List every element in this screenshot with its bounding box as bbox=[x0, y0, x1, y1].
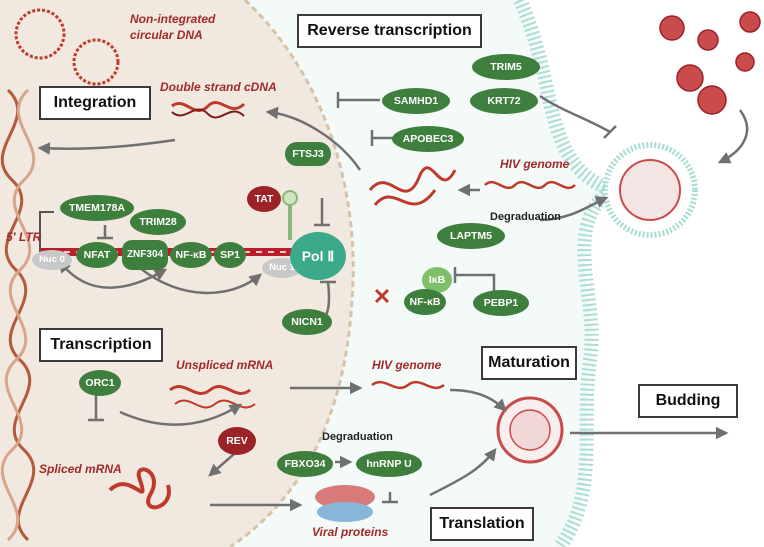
protein-nfat: NFAT bbox=[76, 242, 118, 268]
protein-krt72: KRT72 bbox=[470, 88, 538, 114]
circular-dna-label: circular DNA bbox=[130, 28, 203, 42]
protein-ikb: IκB bbox=[422, 267, 452, 293]
protein-tmem178a: TMEM178A bbox=[60, 195, 134, 221]
protein-fbxo34: FBXO34 bbox=[277, 451, 333, 477]
protein-trim5: TRIM5 bbox=[472, 54, 540, 80]
circular-dna bbox=[14, 8, 120, 86]
blocked-x bbox=[374, 288, 390, 304]
transcription-box: Transcription bbox=[39, 328, 163, 362]
host-dna-helix bbox=[0, 88, 36, 542]
protein-pebp1: PEBP1 bbox=[473, 290, 529, 316]
translation-box: Translation bbox=[430, 507, 534, 541]
double-strand-cdna-shape bbox=[171, 101, 246, 112]
degradation-bottom-label: Degraduation bbox=[322, 431, 393, 443]
protein-samhd1: SAMHD1 bbox=[382, 88, 450, 114]
protein-laptm5: LAPTM5 bbox=[437, 223, 505, 249]
hiv-genome-mid-shape bbox=[371, 380, 445, 390]
nucleus bbox=[0, 0, 354, 547]
spliced-mrna-label: Spliced mRNA bbox=[39, 462, 122, 476]
five-ltr-label: 5′ LTR bbox=[6, 230, 42, 244]
virions bbox=[659, 11, 761, 115]
budding-box: Budding bbox=[638, 384, 738, 418]
viral-proteins-label: Viral proteins bbox=[312, 525, 389, 539]
protein-ftsj3: FTSJ3 bbox=[285, 142, 331, 166]
protein-sp1: SP1 bbox=[214, 242, 246, 268]
protein-nicn1: NICN1 bbox=[282, 309, 332, 335]
hiv-genome-mid-label: HIV genome bbox=[372, 358, 442, 372]
protein-nfkb: NF-κB bbox=[404, 289, 446, 315]
protein-tat: TAT bbox=[247, 186, 281, 212]
hiv-genome-rna-top bbox=[484, 180, 576, 190]
protein-nuc0: Nuc 0 bbox=[32, 250, 72, 270]
protein-apobec3: APOBEC3 bbox=[392, 126, 464, 152]
spliced-mrna-shape bbox=[108, 467, 171, 510]
unspliced-mrna-label: Unspliced mRNA bbox=[176, 358, 274, 372]
protein-nfkb-promoter: NF-κB bbox=[170, 242, 212, 268]
protein-orc1: ORC1 bbox=[79, 370, 121, 396]
unspliced-mrna-shape bbox=[169, 385, 251, 395]
viral-proteins-shape bbox=[315, 485, 375, 509]
nuclear-envelope bbox=[229, 0, 355, 547]
protein-rev: REV bbox=[218, 427, 256, 455]
protein-znf304: ZNF304 bbox=[122, 240, 168, 270]
protein-pol2: Pol Ⅱ bbox=[290, 232, 346, 280]
arrows bbox=[37, 106, 749, 512]
protein-trim28: TRIM28 bbox=[130, 209, 186, 235]
hiv-genome-top-label: HIV genome bbox=[500, 157, 570, 171]
non-integrated-label: Non-integrated bbox=[130, 12, 216, 26]
integration-box: Integration bbox=[39, 86, 151, 120]
double-strand-cdna-label: Double strand cDNA bbox=[160, 80, 277, 94]
maturation-box: Maturation bbox=[481, 346, 577, 380]
protein-hnrnpu: hnRNP U bbox=[356, 451, 422, 477]
reverse-transcription-box: Reverse transcription bbox=[297, 14, 482, 48]
degradation-top-label: Degraduation bbox=[490, 211, 561, 223]
rna-tangle bbox=[368, 166, 457, 206]
